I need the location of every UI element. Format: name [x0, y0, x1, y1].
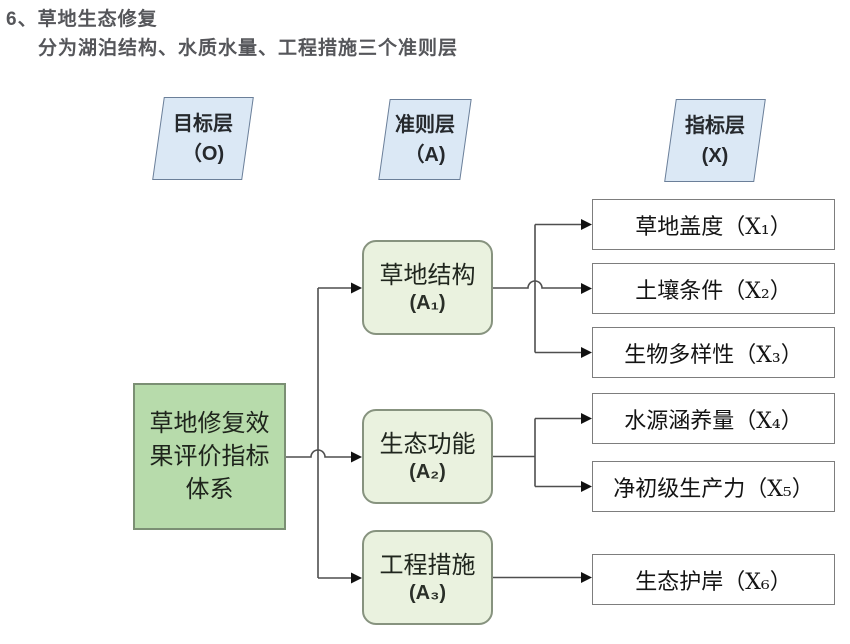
- page-title: 6、草地生态修复: [6, 9, 158, 30]
- criteria-layer-code: （A): [404, 143, 446, 166]
- indicator-node-x1: 草地盖度（X₁）: [592, 199, 835, 250]
- page-subtitle: 分为湖泊结构、水质水量、工程措施三个准则层: [38, 38, 459, 59]
- indicator-node-x5: 净初级生产力（X₅）: [592, 461, 835, 512]
- criteria-layer-label: 准则层: [395, 113, 455, 136]
- criteria-node-a3: 工程措施 (A₃): [362, 530, 493, 625]
- criteria-a1-code: (A₁): [409, 291, 446, 314]
- goal-node-line3: 体系: [185, 475, 234, 503]
- layer-header-criteria: 准则层 （A): [378, 99, 472, 180]
- layer-header-indicator: 指标层 (X): [664, 99, 766, 182]
- criteria-node-a1: 草地结构 (A₁): [362, 240, 493, 335]
- indicator-layer-label: 指标层: [685, 114, 745, 137]
- goal-node-line1: 草地修复效: [149, 409, 270, 437]
- indicator-node-x4: 水源涵养量（X₄）: [592, 393, 835, 444]
- criteria-a3-name: 工程措施: [379, 550, 476, 579]
- goal-layer-label: 目标层: [173, 112, 233, 135]
- goal-node-line2: 果评价指标: [149, 442, 270, 470]
- criteria-a2-code: (A₂): [409, 460, 446, 483]
- goal-node: 草地修复效 果评价指标 体系: [133, 383, 286, 530]
- layer-header-goal: 目标层 （O): [152, 97, 254, 180]
- indicator-layer-code: (X): [701, 144, 729, 167]
- criteria-a2-name: 生态功能: [379, 429, 476, 458]
- indicator-node-x2: 土壤条件（X₂）: [592, 263, 835, 314]
- indicator-node-x3: 生物多样性（X₃）: [592, 327, 835, 378]
- criteria-a1-name: 草地结构: [379, 260, 476, 289]
- goal-layer-code: （O): [181, 142, 225, 165]
- arrowhead-icons: [351, 219, 592, 584]
- indicator-node-x6: 生态护岸（X₆）: [592, 554, 835, 605]
- criteria-node-a2: 生态功能 (A₂): [362, 409, 493, 504]
- criteria-a3-code: (A₃): [408, 581, 446, 604]
